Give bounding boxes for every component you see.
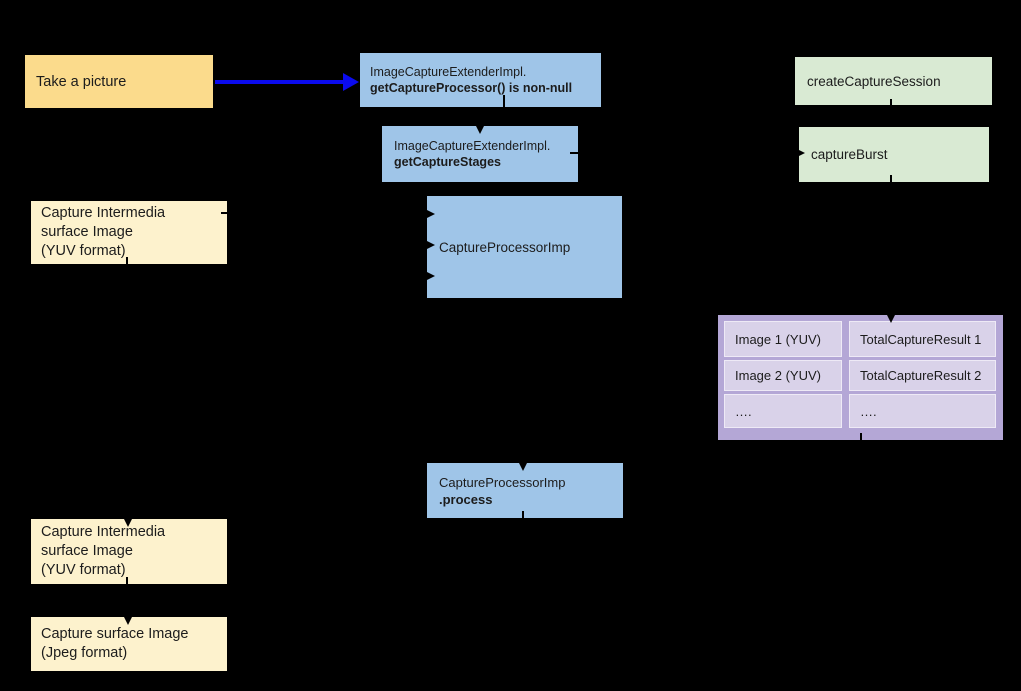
node-label-line2: getCaptureStages [394, 155, 501, 169]
flow-arrow-head-icon [343, 73, 359, 91]
node-capture-processor-imp: CaptureProcessorImp [427, 196, 622, 298]
capture-results-table: Image 1 (YUV) TotalCaptureResult 1 Image… [718, 315, 1003, 440]
connector-stub [890, 99, 892, 111]
node-label: Take a picture [36, 73, 127, 90]
node-get-capture-processor: ImageCaptureExtenderImpl. getCaptureProc… [360, 53, 601, 107]
cell-text: …. [860, 403, 877, 419]
node-label-line2: surface Image [41, 224, 133, 240]
connector-stub [126, 257, 128, 267]
connector-arrowhead-icon [887, 315, 895, 323]
cell-text: Image 1 (YUV) [735, 331, 821, 347]
table-cell-result-1: TotalCaptureResult 1 [849, 321, 996, 357]
node-take-a-picture: Take a picture [25, 55, 213, 108]
connector-stub [126, 577, 128, 588]
connector-arrowhead-icon [124, 617, 132, 625]
node-label-line1: Capture Intermedia [41, 205, 166, 221]
connector-stub [221, 212, 235, 214]
connector-stub [890, 175, 892, 187]
connector-arrowhead-icon [427, 241, 435, 249]
cell-text: TotalCaptureResult 1 [860, 331, 982, 347]
node-label-line2: surface Image [41, 543, 133, 559]
node-capture-intermedia-surface-yuv-top: Capture Intermedia surface Image (YUV fo… [31, 201, 227, 264]
connector-stub [570, 152, 590, 154]
connector-arrowhead-icon [797, 149, 805, 157]
node-label-line1: CaptureProcessorImp [439, 474, 566, 490]
connector-stub [522, 511, 524, 522]
node-get-capture-stages: ImageCaptureExtenderImpl. getCaptureStag… [382, 126, 578, 182]
connector-stub [860, 433, 862, 443]
node-label-line1: ImageCaptureExtenderImpl. [394, 138, 551, 153]
node-label: createCaptureSession [807, 73, 941, 89]
node-label-line3: (YUV format) [41, 243, 126, 259]
node-label-line2: (Jpeg format) [41, 645, 128, 661]
table-cell-image-2: Image 2 (YUV) [724, 360, 842, 391]
connector-arrowhead-icon [519, 463, 527, 471]
connector-arrowhead-icon [427, 210, 435, 218]
node-label-line3: (YUV format) [41, 562, 126, 578]
connector-stub [503, 95, 505, 112]
table-cell-image-ellipsis: …. [724, 394, 842, 428]
node-capture-burst: captureBurst [799, 127, 989, 182]
table-cell-result-2: TotalCaptureResult 2 [849, 360, 996, 391]
flow-arrow [215, 80, 345, 84]
node-capture-intermedia-surface-yuv-bottom: Capture Intermedia surface Image (YUV fo… [31, 519, 227, 584]
table-cell-image-1: Image 1 (YUV) [724, 321, 842, 357]
node-capture-surface-jpeg: Capture surface Image (Jpeg format) [31, 617, 227, 671]
node-label-line2: getCaptureProcessor() is non-null [370, 81, 573, 95]
node-label-line2: .process [439, 491, 493, 507]
connector-arrowhead-icon [476, 126, 484, 134]
node-label-line1: Capture Intermedia [41, 524, 166, 540]
node-label-line1: ImageCaptureExtenderImpl. [370, 64, 527, 79]
node-label: captureBurst [811, 147, 888, 162]
cell-text: TotalCaptureResult 2 [860, 368, 982, 383]
connector-arrowhead-icon [124, 519, 132, 527]
node-label-line1: Capture surface Image [41, 626, 189, 642]
table-cell-result-ellipsis: …. [849, 394, 996, 428]
cell-text: …. [735, 403, 752, 419]
connector-arrowhead-icon [427, 272, 435, 280]
cell-text: Image 2 (YUV) [735, 368, 821, 383]
node-label: CaptureProcessorImp [439, 239, 571, 255]
node-capture-processor-process: CaptureProcessorImp .process [427, 463, 623, 518]
node-create-capture-session: createCaptureSession [795, 57, 992, 105]
